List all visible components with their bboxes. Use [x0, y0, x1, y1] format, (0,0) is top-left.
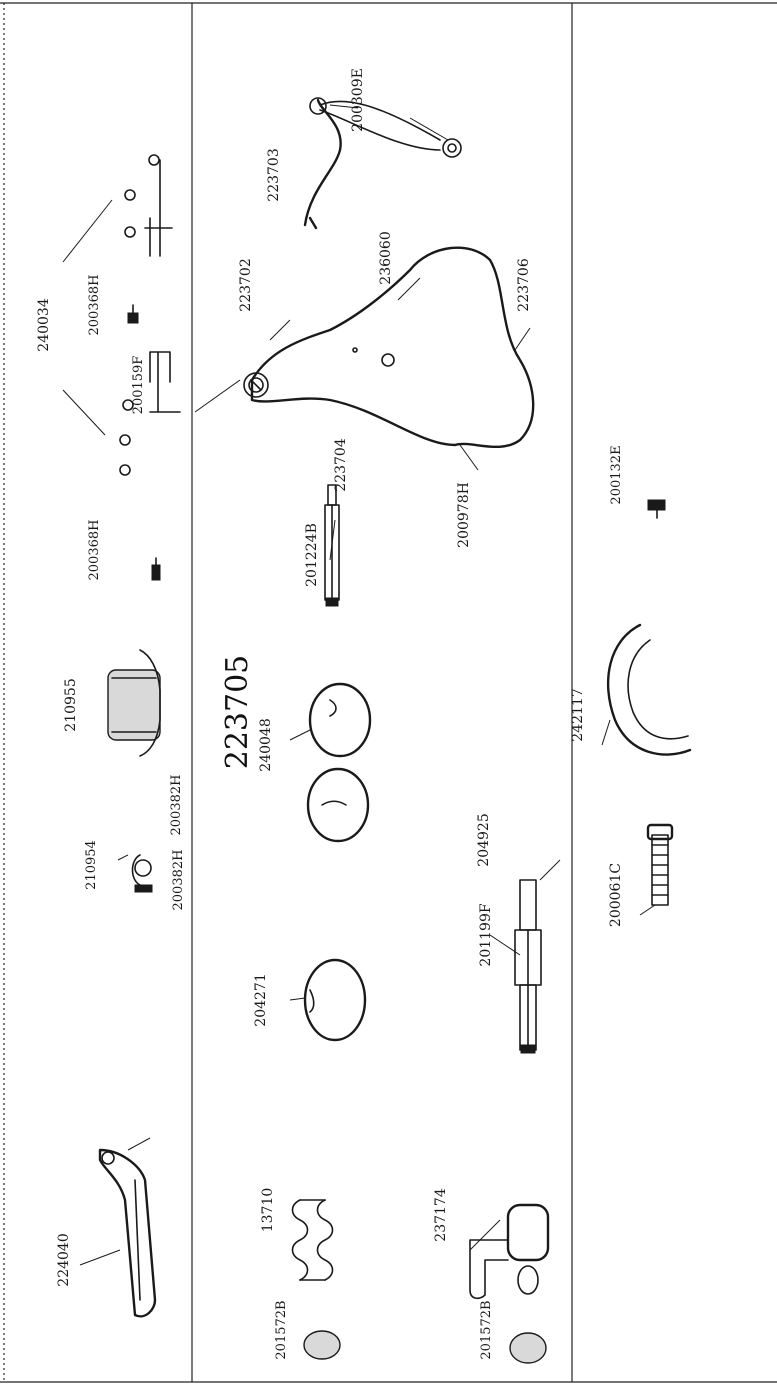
label-201572B-a: 201572B	[274, 1300, 289, 1359]
part-242117-ring	[601, 623, 692, 756]
part-210955-block	[107, 649, 161, 757]
label-200978H: 200978H	[456, 482, 472, 548]
part-223706-plate	[243, 246, 535, 471]
label-200159F: 200159F	[131, 356, 146, 415]
label-242117: 242117	[570, 688, 586, 741]
label-200368H-b: 200368H	[87, 520, 102, 581]
part-201572B-b	[509, 1332, 547, 1364]
part-201224B-shaft	[324, 484, 340, 607]
label-240048: 240048	[258, 718, 274, 771]
label-237174: 237174	[433, 1188, 449, 1242]
part-200132E	[647, 499, 666, 519]
part-204271-disc	[289, 958, 367, 1042]
part-201572B-a	[303, 1330, 341, 1360]
label-223704: 223704	[333, 438, 349, 492]
label-200382H: 200382H	[169, 775, 184, 836]
label-210954: 210954	[84, 840, 99, 890]
part-237174-collar	[469, 1203, 550, 1300]
label-201572B-b: 201572B	[479, 1300, 494, 1359]
label-204271: 204271	[253, 973, 269, 1026]
label-200309E: 200309E	[350, 68, 366, 132]
label-200061C: 200061C	[608, 863, 624, 927]
label-224040: 224040	[56, 1233, 72, 1286]
part-240048-washers	[289, 682, 372, 843]
label-200132E: 200132E	[609, 445, 624, 504]
part-200368H-a	[127, 304, 139, 324]
label-201199F: 201199F	[478, 903, 494, 966]
leader-200159F	[194, 379, 241, 413]
label-200382H-b: 200382H	[171, 850, 186, 911]
label-200368H-a: 200368H	[87, 275, 102, 336]
part-223703	[303, 97, 462, 230]
label-240034: 240034	[36, 298, 52, 352]
label-223706: 223706	[516, 258, 532, 312]
part-210954-clip	[117, 854, 153, 893]
part-200368H-b	[151, 557, 161, 581]
part-200061C-screw	[639, 823, 674, 916]
label-223702: 223702	[238, 258, 254, 311]
part-13710-spring	[291, 1199, 334, 1281]
label-201224B: 201224B	[304, 523, 320, 587]
part-240034	[62, 154, 181, 476]
label-236060: 236060	[378, 231, 394, 284]
part-201199F-spindle	[489, 859, 561, 1054]
label-13710: 13710	[260, 1188, 276, 1233]
part-224040-lever	[79, 1137, 157, 1318]
label-204925: 204925	[476, 813, 492, 866]
assembly-number: 223705	[220, 655, 255, 770]
label-210955: 210955	[63, 678, 79, 731]
label-223703: 223703	[266, 148, 282, 201]
